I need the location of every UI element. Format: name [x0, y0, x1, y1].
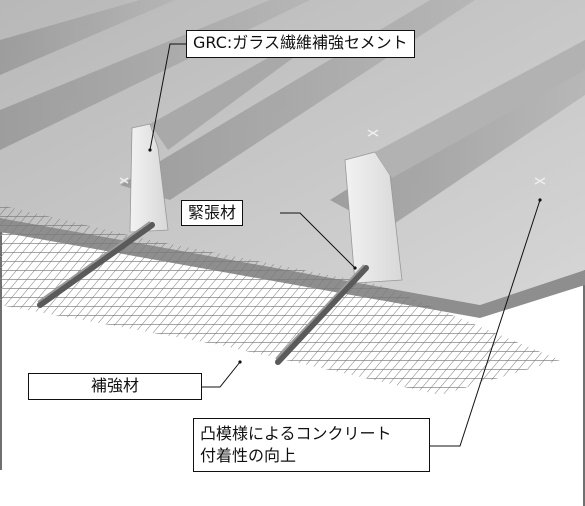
- surface-marks: [119, 129, 546, 185]
- label-bump-line1: 凸模様によるコンクリート: [200, 424, 392, 443]
- label-bump-line2: 付着性の向上: [200, 446, 297, 465]
- rib-left: [129, 38, 320, 233]
- tendons: [37, 222, 369, 365]
- label-grc: GRC:ガラス繊維補強セメント: [186, 30, 415, 58]
- leader-lines: [149, 43, 541, 447]
- label-reinforcement: 補強材: [28, 373, 202, 400]
- label-bump-adhesion: 凸模様によるコンクリート 付着性の向上: [193, 418, 430, 472]
- label-tendon: 緊張材: [181, 200, 244, 226]
- reinforcement-mesh: [0, 205, 560, 395]
- rib-center: [344, 40, 585, 284]
